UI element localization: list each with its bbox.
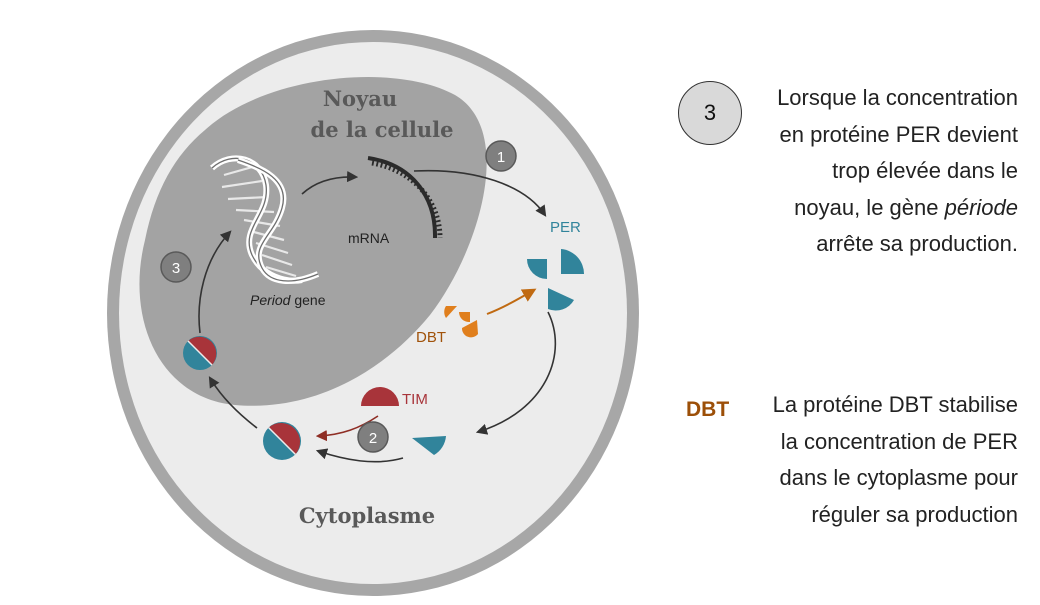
legend-step-3-line: en protéine PER devient — [779, 121, 1019, 147]
legend-step-3-line: arrête sa production. — [816, 231, 1018, 256]
nucleus-title-line1: Noyau — [323, 86, 397, 111]
svg-text:1: 1 — [497, 149, 505, 166]
legend-step-3-number: 3 — [703, 100, 717, 125]
legend-dbt-line: réguler sa production — [811, 501, 1018, 527]
period-gene-label: Period gene — [250, 292, 326, 308]
legend-step-3-description: Lorsque la concentration en protéine PER… — [733, 80, 1018, 263]
step-3-badge: 3 — [160, 251, 192, 283]
arrow-per-down — [475, 311, 557, 435]
dna-helix-icon — [209, 155, 320, 284]
arrow-tim-to-complex — [315, 415, 379, 442]
tim-protein-icon — [361, 387, 399, 406]
legend-step-3-line: noyau, le gène période — [794, 194, 1018, 220]
arrow-mrna-to-per — [413, 169, 547, 217]
legend-step-3-line: Lorsque la concentration — [777, 85, 1018, 110]
per-label: PER — [550, 219, 581, 236]
legend-step-3-badge: 3 — [678, 81, 742, 145]
legend-dbt-line: la concentration de PER — [780, 428, 1018, 454]
per-protein-icon — [527, 259, 547, 279]
legend-dbt-key: DBT — [686, 398, 730, 421]
mrna-strand-icon — [367, 156, 443, 239]
arrow-dbt-to-per — [486, 288, 537, 315]
nucleus-title-line2: de la cellule — [311, 117, 454, 142]
per-tim-complex-icon — [183, 336, 217, 370]
legend-dbt-description: La protéine DBT stabilise la concentrati… — [733, 387, 1018, 533]
per-tim-complex-icon — [263, 422, 301, 460]
arrow-complex-to-nucleus — [208, 376, 258, 429]
cytoplasm-label: Cytoplasme — [299, 503, 435, 528]
tim-label: TIM — [402, 391, 428, 408]
svg-text:2: 2 — [369, 430, 377, 447]
legend-dbt-line: dans le cytoplasme pour — [779, 465, 1018, 490]
arrow-dna-to-mrna — [301, 171, 359, 195]
per-protein-icon — [561, 249, 585, 274]
svg-text:3: 3 — [172, 260, 180, 277]
dbt-label: DBT — [416, 329, 446, 346]
per-protein-icon — [548, 288, 574, 311]
step-2-badge: 2 — [357, 421, 389, 453]
legend-step-3-line: trop élevée dans le — [832, 158, 1018, 183]
mrna-label: mRNA — [348, 230, 390, 246]
arrow-per-to-complex — [315, 448, 404, 463]
step-1-badge: 1 — [485, 140, 517, 172]
arrow-complex-to-gene — [198, 230, 232, 334]
dbt-protein-icon — [444, 306, 478, 338]
legend-dbt-line: La protéine DBT stabilise — [772, 392, 1018, 417]
per-protein-icon — [412, 436, 446, 455]
